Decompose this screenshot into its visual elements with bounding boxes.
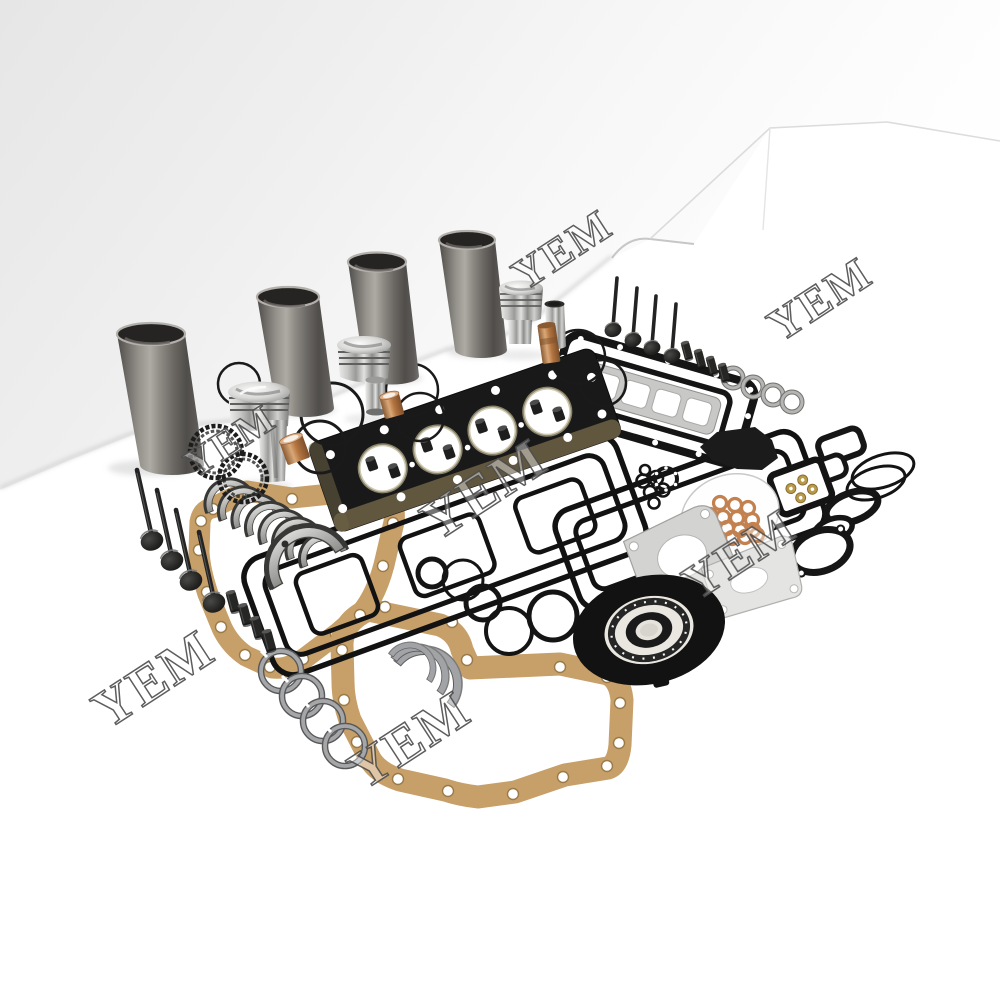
daisy-cam-ring: [653, 466, 679, 492]
head-gasket-bores: [357, 386, 573, 494]
backdrop-crease-2: [649, 121, 1000, 240]
o-rings: [415, 556, 580, 656]
piston-ring-set-gray: [257, 647, 369, 770]
backdrop-crease-3: [762, 127, 771, 231]
main-bearing-shell-large: [251, 510, 346, 589]
cylinder-head-gasket: [308, 348, 621, 532]
oil-ring-coils: [187, 423, 270, 505]
bearing-oil-hole: [281, 540, 289, 548]
cylinder-liner-4: [437, 229, 507, 358]
bushing-bronze-3: [537, 321, 561, 364]
head-gasket-bolt-holes: [325, 370, 607, 514]
large-oval-o-rings: [845, 451, 916, 502]
backdrop-crease-1: [611, 237, 695, 259]
black-gasket-blob: [700, 427, 778, 470]
bushing-bronze-1: [379, 390, 405, 419]
bushing-bronze-2: [279, 432, 310, 465]
oil-pan-ladder-gasket: [545, 330, 759, 468]
cylinder-liner-1: [115, 321, 204, 475]
crankshaft-oil-seal: [572, 574, 726, 688]
head-gasket-olive-trim: [333, 419, 621, 532]
piston-3: [499, 280, 543, 344]
piston-pin-2: [365, 376, 387, 416]
piston-2: [337, 336, 391, 383]
